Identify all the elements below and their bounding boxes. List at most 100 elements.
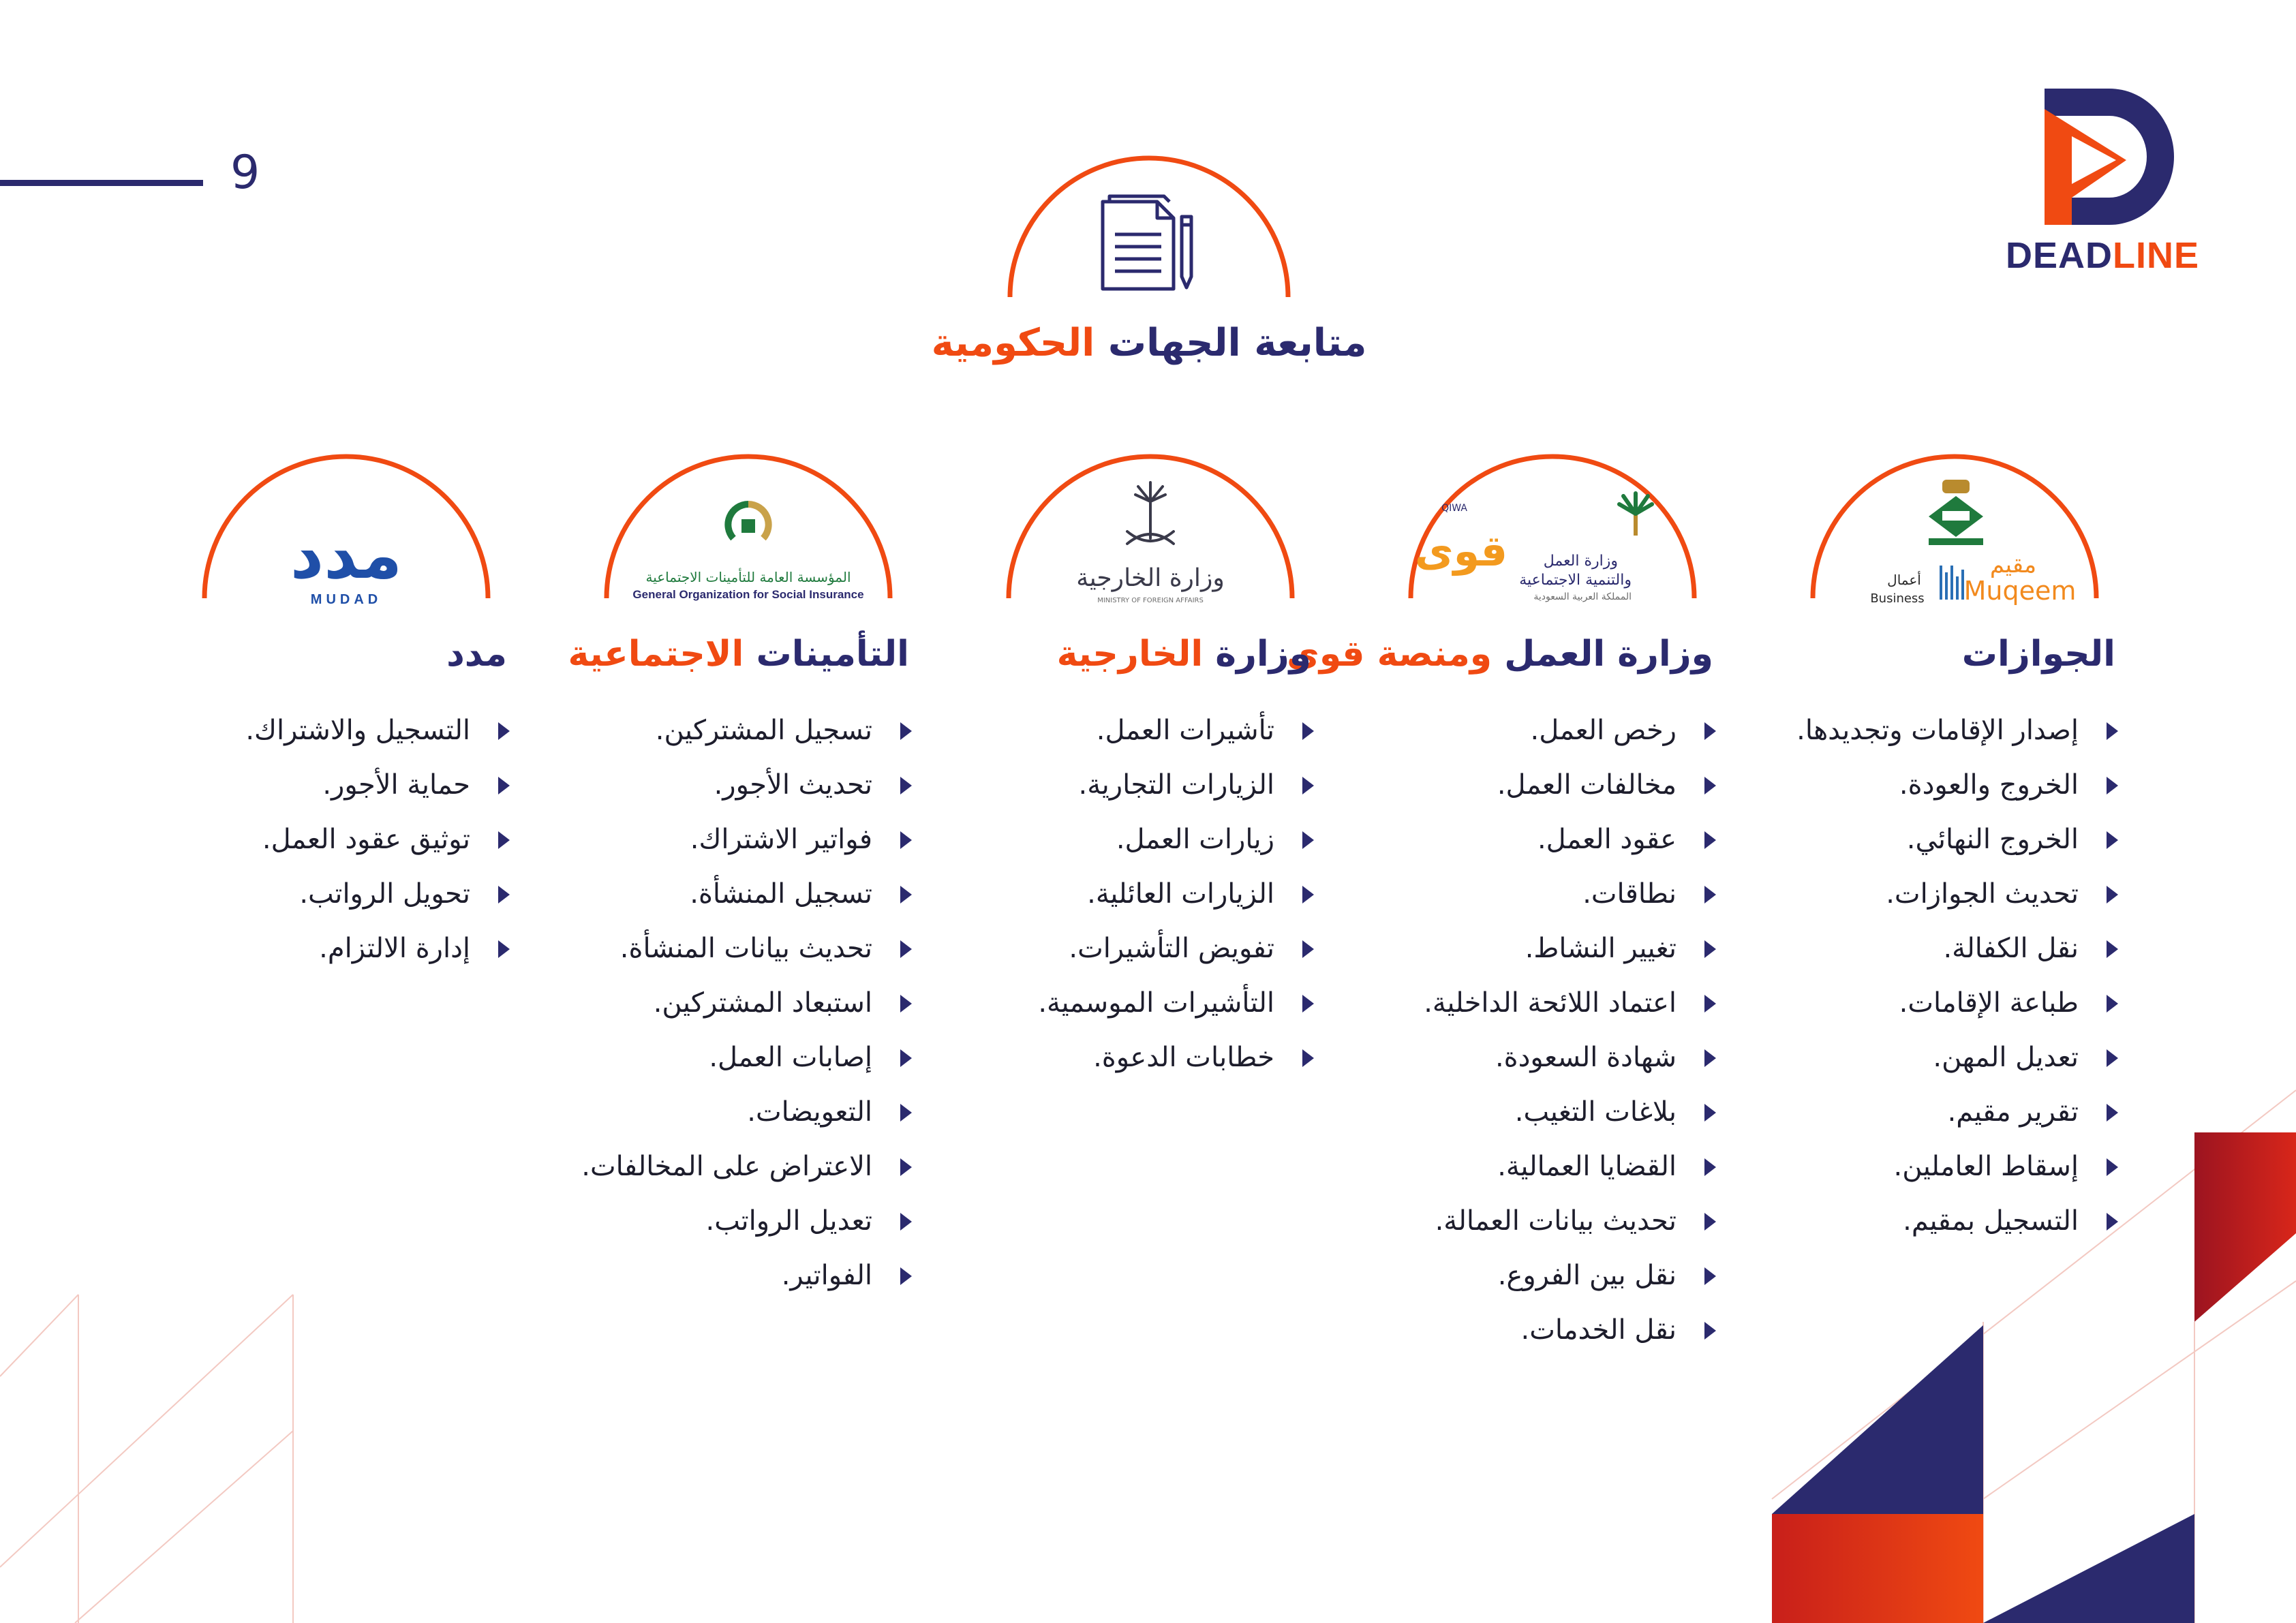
svg-text:المؤسسة العامة للتأمينات الاجت: المؤسسة العامة للتأمينات الاجتماعية — [645, 568, 851, 585]
list-item: نطاقات. — [1424, 872, 1716, 927]
list-item: تحديث الأجور. — [581, 763, 912, 818]
column-arch — [1810, 454, 2099, 598]
column-mudad: مدد MUDAD مدد التسجيل والاشتراك. حماية ا… — [164, 0, 545, 1623]
list-item: اعتماد اللائحة الداخلية. — [1424, 981, 1716, 1036]
header-arch — [1007, 155, 1291, 297]
deco-red-bottom — [1772, 1514, 1983, 1623]
svg-text:Business: Business — [1870, 591, 1924, 606]
svg-text:مدد: مدد — [290, 517, 402, 593]
list-item: التسجيل والاشتراك. — [245, 709, 510, 763]
list-item: الفواتير. — [581, 1254, 912, 1308]
column-title: مدد — [446, 634, 507, 675]
list-item: التعويضات. — [581, 1090, 912, 1145]
list-item: بلاغات التغيب. — [1424, 1090, 1716, 1145]
svg-text:أعمال: أعمال — [1887, 571, 1921, 588]
list-item: تأشيرات العمل. — [1038, 709, 1314, 763]
service-list: تسجيل المشتركين. تحديث الأجور. فواتير ال… — [581, 709, 912, 1308]
column-title: وزارة الخارجية — [1056, 634, 1311, 675]
column-arch — [604, 454, 893, 598]
mudad-logo: مدد MUDAD — [290, 517, 402, 607]
list-item: رخص العمل. — [1424, 709, 1716, 763]
mofa-logo: وزارة الخارجية MINISTRY OF FOREIGN AFFAI… — [1076, 481, 1225, 604]
column-arch — [1006, 454, 1295, 598]
column-jawazat: مقيم Muqeem أعمال Business الجوازات إصدا… — [1772, 0, 2154, 1623]
list-item: إصابات العمل. — [581, 1036, 912, 1090]
svg-text:قوى: قوى — [1415, 526, 1507, 576]
service-list: تأشيرات العمل. الزيارات التجارية. زيارات… — [1038, 709, 1314, 1090]
list-item: فواتير الاشتراك. — [581, 818, 912, 872]
svg-text:Muqeem: Muqeem — [1964, 576, 2077, 606]
list-item: الخروج النهائي. — [1796, 818, 2118, 872]
svg-text:وزارة الخارجية: وزارة الخارجية — [1076, 564, 1224, 592]
list-item: نقل الكفالة. — [1796, 927, 2118, 981]
svg-text:General Organization for Socia: General Organization for Social Insuranc… — [632, 588, 863, 601]
service-list: التسجيل والاشتراك. حماية الأجور. توثيق ع… — [245, 709, 510, 981]
list-item: الزيارات العائلية. — [1038, 872, 1314, 927]
column-arch — [1408, 454, 1697, 598]
svg-text:QIWA: QIWA — [1441, 503, 1467, 514]
list-item: تسجيل المشتركين. — [581, 709, 912, 763]
column-title: التأمينات الاجتماعية — [568, 634, 909, 675]
column-title: الجوازات — [1961, 634, 2115, 675]
list-item: الزيارات التجارية. — [1038, 763, 1314, 818]
page-title: متابعة الجهات الحكومية — [931, 321, 1367, 365]
page-number-line — [0, 180, 203, 186]
list-item: الخروج والعودة. — [1796, 763, 2118, 818]
list-item: الاعتراض على المخالفات. — [581, 1145, 912, 1199]
palm-tree-icon — [1617, 491, 1654, 536]
brand-mark-icon — [2045, 89, 2174, 225]
labor-qiwa-logo: وزارة العمل والتنمية الاجتماعية المملكة … — [1415, 491, 1654, 602]
list-item: نقل الخدمات. — [1424, 1308, 1716, 1363]
brand-wordmark: DEADLINE — [2005, 235, 2200, 276]
crest-icon — [1929, 480, 1983, 545]
list-item: القضايا العمالية. — [1424, 1145, 1716, 1199]
list-item: نقل بين الفروع. — [1424, 1254, 1716, 1308]
svg-text:المملكة العربية السعودية: المملكة العربية السعودية — [1533, 591, 1632, 602]
brand-logo: DEADLINE — [2000, 89, 2205, 279]
list-item: التأشيرات الموسمية. — [1038, 981, 1314, 1036]
list-item: تعديل المهن. — [1796, 1036, 2118, 1090]
deco-red-top — [2194, 1132, 2296, 1322]
muqeem-barcode-icon — [1940, 566, 1964, 600]
svg-text:وزارة العمل: وزارة العمل — [1544, 553, 1618, 570]
gosi-logo: المؤسسة العامة للتأمينات الاجتماعية Gene… — [632, 501, 864, 601]
list-item: حماية الأجور. — [245, 763, 510, 818]
list-item: التسجيل بمقيم. — [1796, 1199, 2118, 1254]
column-gosi: المؤسسة العامة للتأمينات الاجتماعية Gene… — [566, 0, 947, 1623]
list-item: زيارات العمل. — [1038, 818, 1314, 872]
deco-navy-2 — [1983, 1514, 2194, 1623]
list-item: تفويض التأشيرات. — [1038, 927, 1314, 981]
list-item: إدارة الالتزام. — [245, 927, 510, 981]
list-item: تحديث بيانات المنشأة. — [581, 927, 912, 981]
page-number: 9 — [230, 146, 260, 200]
svg-text:مقيم: مقيم — [1990, 551, 2036, 578]
svg-text:MINISTRY OF FOREIGN AFFAIRS: MINISTRY OF FOREIGN AFFAIRS — [1097, 597, 1204, 604]
list-item: تعديل الرواتب. — [581, 1199, 912, 1254]
column-arch — [202, 454, 491, 598]
list-item: طباعة الإقامات. — [1796, 981, 2118, 1036]
muqeem-logo: مقيم Muqeem أعمال Business — [1870, 480, 2077, 606]
list-item: تحويل الرواتب. — [245, 872, 510, 927]
palm-swords-emblem-icon — [1126, 481, 1175, 545]
list-item: تقرير مقيم. — [1796, 1090, 2118, 1145]
document-pen-icon — [1101, 194, 1193, 291]
svg-text:والتنمية الاجتماعية: والتنمية الاجتماعية — [1519, 572, 1632, 589]
column-title: وزارة العمل ومنصة قوى — [1287, 634, 1713, 675]
column-mofa: وزارة الخارجية MINISTRY OF FOREIGN AFFAI… — [968, 0, 1349, 1623]
list-item: عقود العمل. — [1424, 818, 1716, 872]
deco-navy-1 — [1772, 1325, 1983, 1514]
list-item: توثيق عقود العمل. — [245, 818, 510, 872]
list-item: إصدار الإقامات وتجديدها. — [1796, 709, 2118, 763]
list-item: مخالفات العمل. — [1424, 763, 1716, 818]
svg-text:MUDAD: MUDAD — [311, 592, 382, 607]
list-item: تسجيل المنشأة. — [581, 872, 912, 927]
list-item: شهادة السعودة. — [1424, 1036, 1716, 1090]
list-item: تحديث بيانات العمالة. — [1424, 1199, 1716, 1254]
service-list: رخص العمل. مخالفات العمل. عقود العمل. نط… — [1424, 709, 1716, 1363]
list-item: استبعاد المشتركين. — [581, 981, 912, 1036]
list-item: إسقاط العاملين. — [1796, 1145, 2118, 1199]
column-labor: وزارة العمل والتنمية الاجتماعية المملكة … — [1287, 0, 1751, 1623]
list-item: تغيير النشاط. — [1424, 927, 1716, 981]
service-list: إصدار الإقامات وتجديدها. الخروج والعودة.… — [1796, 709, 2118, 1254]
